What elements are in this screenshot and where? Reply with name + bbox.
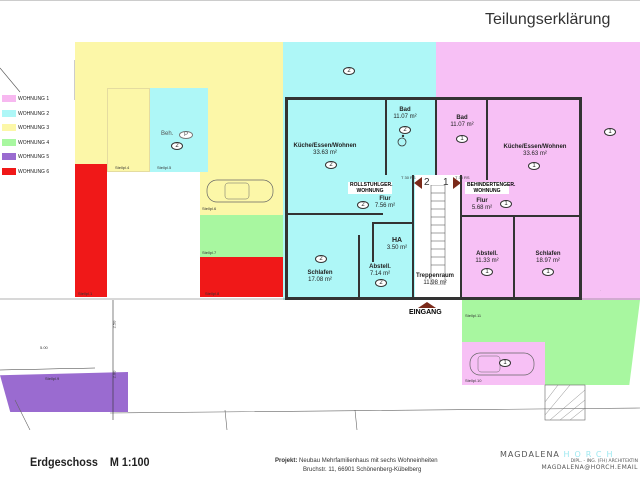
stellpl-label: Stellpl.5 [157, 165, 172, 170]
legend-swatch-2 [2, 110, 16, 117]
unit-marker: 2 [315, 255, 327, 263]
unit-marker: 2 [343, 67, 355, 75]
unit-marker: 1 [528, 162, 540, 170]
unit-marker: 1 [500, 200, 512, 208]
entrance-arrow-icon [418, 302, 436, 308]
legend-label: WOHNUNG 3 [18, 125, 50, 131]
room-abstell-w2: Abstell.7.14 m² [369, 264, 391, 277]
stellpl-label: Stellpl.8 [205, 291, 220, 296]
door-number-w1: 1 [443, 177, 449, 188]
wheelchair-icon [397, 134, 407, 147]
parking-stellpl-7 [200, 215, 283, 257]
door-number-w2: 2 [424, 177, 430, 188]
top-border [0, 0, 640, 1]
stellpl-label: Stellpl.1 [78, 291, 93, 296]
room-abstell-w1: Abstell.11.33 m² [475, 251, 499, 264]
unit-marker: 2 [357, 201, 369, 209]
rollstuhlgerechte-wohnung-label: ROLLSTUHLGER. WOHNUNG [348, 182, 393, 194]
stellpl-label: Stellpl.9 [45, 376, 60, 381]
stellpl-label: Stellpl.10 [465, 378, 482, 383]
area-white-yard [107, 172, 200, 297]
legend-swatch-3 [2, 124, 16, 131]
site-lines [0, 290, 640, 430]
unit-marker: 1 [604, 128, 616, 136]
logo-email: MAGDALENA@HORCH.EMAIL [541, 464, 638, 471]
project-address: Bruchstr. 11, 66901 Schönenberg-Kübelber… [303, 467, 422, 473]
page-title: Teilungserklärung [485, 11, 611, 28]
legend-label: WOHNUNG 4 [18, 140, 50, 146]
stellpl-label: Stellpl.6 [202, 206, 217, 211]
legend-label: WOHNUNG 6 [18, 169, 50, 175]
project-info: Projekt: Neubau Mehrfamilienhaus mit sec… [275, 457, 438, 475]
legend-label: WOHNUNG 5 [18, 154, 50, 160]
parking-stellpl-1 [75, 164, 107, 297]
car-icon [206, 179, 274, 203]
stellpl-label: Stellpl.11 [465, 313, 482, 318]
architect-logo: MAGDALENA HORCH DIPL. - ING. (FH) ARCHIT… [500, 450, 640, 471]
unit-marker: 1 [456, 135, 468, 143]
door-arrow-left-icon [414, 177, 422, 189]
door-arrow-right-icon [453, 177, 461, 189]
logo-name-2: HORCH [563, 450, 618, 459]
logo-name: MAGDALENA [500, 450, 560, 459]
unit-marker: 1 [481, 268, 493, 276]
unit-marker: 1 [542, 268, 554, 276]
logo-subtitle: DIPL. - ING. (FH) ARCHITEKTIN [570, 459, 638, 464]
door-tag: T 30 RS [401, 175, 416, 180]
unit-marker: 1 [499, 359, 511, 367]
beh-text: Beh. [161, 131, 174, 137]
staircase-area [415, 175, 460, 298]
legend-swatch-4 [2, 139, 16, 146]
parking-stellpl-9 [0, 372, 128, 412]
legend-swatch-1 [2, 95, 16, 102]
dimension-label: 5.00 [40, 345, 48, 350]
dimension-label: 2.50 [111, 320, 117, 329]
scale: M 1:100 [109, 455, 150, 469]
dimension-label: 2.00 [111, 370, 117, 379]
entrance-label: EINGANG [409, 309, 442, 316]
parking-stellpl-5 [150, 88, 208, 172]
unit-marker: 2 [375, 279, 387, 287]
area-wohnung-1 [436, 42, 640, 300]
unit-marker: 2 [325, 161, 337, 169]
legend-label: WOHNUNG 2 [18, 111, 50, 117]
parking-stellpl-4-outline [107, 88, 150, 172]
floor-title: Erdgeschoss M 1:100 [30, 455, 149, 469]
legend-swatch-5 [2, 153, 16, 160]
parking-stellpl-8 [200, 257, 283, 297]
site-boundary-lines [0, 60, 76, 100]
stairs [430, 185, 446, 285]
stellpl-label: Stellpl.7 [202, 250, 217, 255]
door-tag: T 30 RS [455, 175, 470, 180]
unit-marker: 2 [171, 142, 183, 150]
legend-label: WOHNUNG 1 [18, 96, 50, 102]
parking-beh-label: Beh. [161, 131, 173, 137]
unit-marker: 2 [399, 126, 411, 134]
stellpl-label: Stellpl.4 [115, 165, 130, 170]
behindertengerechte-wohnung-label: BEHINDERTENGER. WOHNUNG [465, 182, 516, 194]
legend-swatch-6 [2, 168, 16, 175]
project-title: Neubau Mehrfamilienhaus mit sechs Wohnei… [299, 458, 438, 464]
project-label: Projekt: [275, 458, 298, 464]
parking-stellpl-6 [200, 172, 283, 215]
parking-sign-icon: P [179, 131, 193, 139]
floor-name: Erdgeschoss [30, 455, 98, 469]
